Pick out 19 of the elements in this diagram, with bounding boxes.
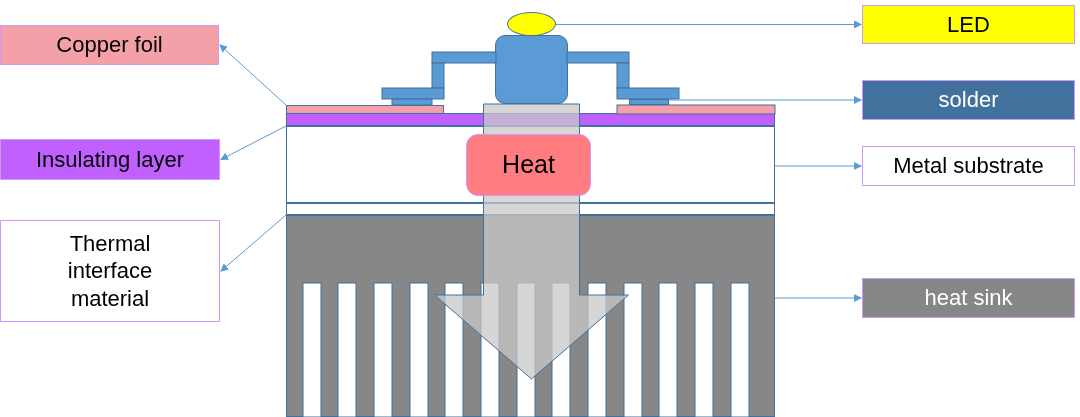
leader-arrow (668, 96, 862, 104)
led-dome (507, 12, 556, 36)
leader-arrow (220, 125, 287, 160)
leader-arrow (774, 162, 862, 170)
leader-arrow (555, 20, 862, 29)
leader-arrow (774, 294, 862, 302)
heat-box: Heat (466, 134, 591, 196)
callout-label: Thermal interface material (0, 220, 220, 322)
led-body (495, 35, 568, 104)
callout-label: Insulating layer (0, 139, 220, 180)
callout-label: LED (862, 5, 1075, 44)
callout-label: Copper foil (0, 25, 219, 65)
callout-label: heat sink (862, 278, 1075, 318)
metal-substrate (286, 126, 775, 203)
callout-label: Metal substrate (862, 146, 1075, 186)
leader-arrow (220, 214, 287, 272)
heat-flow-arrow (434, 103, 629, 380)
leader-arrow (219, 44, 287, 106)
callout-label: solder (862, 80, 1075, 120)
